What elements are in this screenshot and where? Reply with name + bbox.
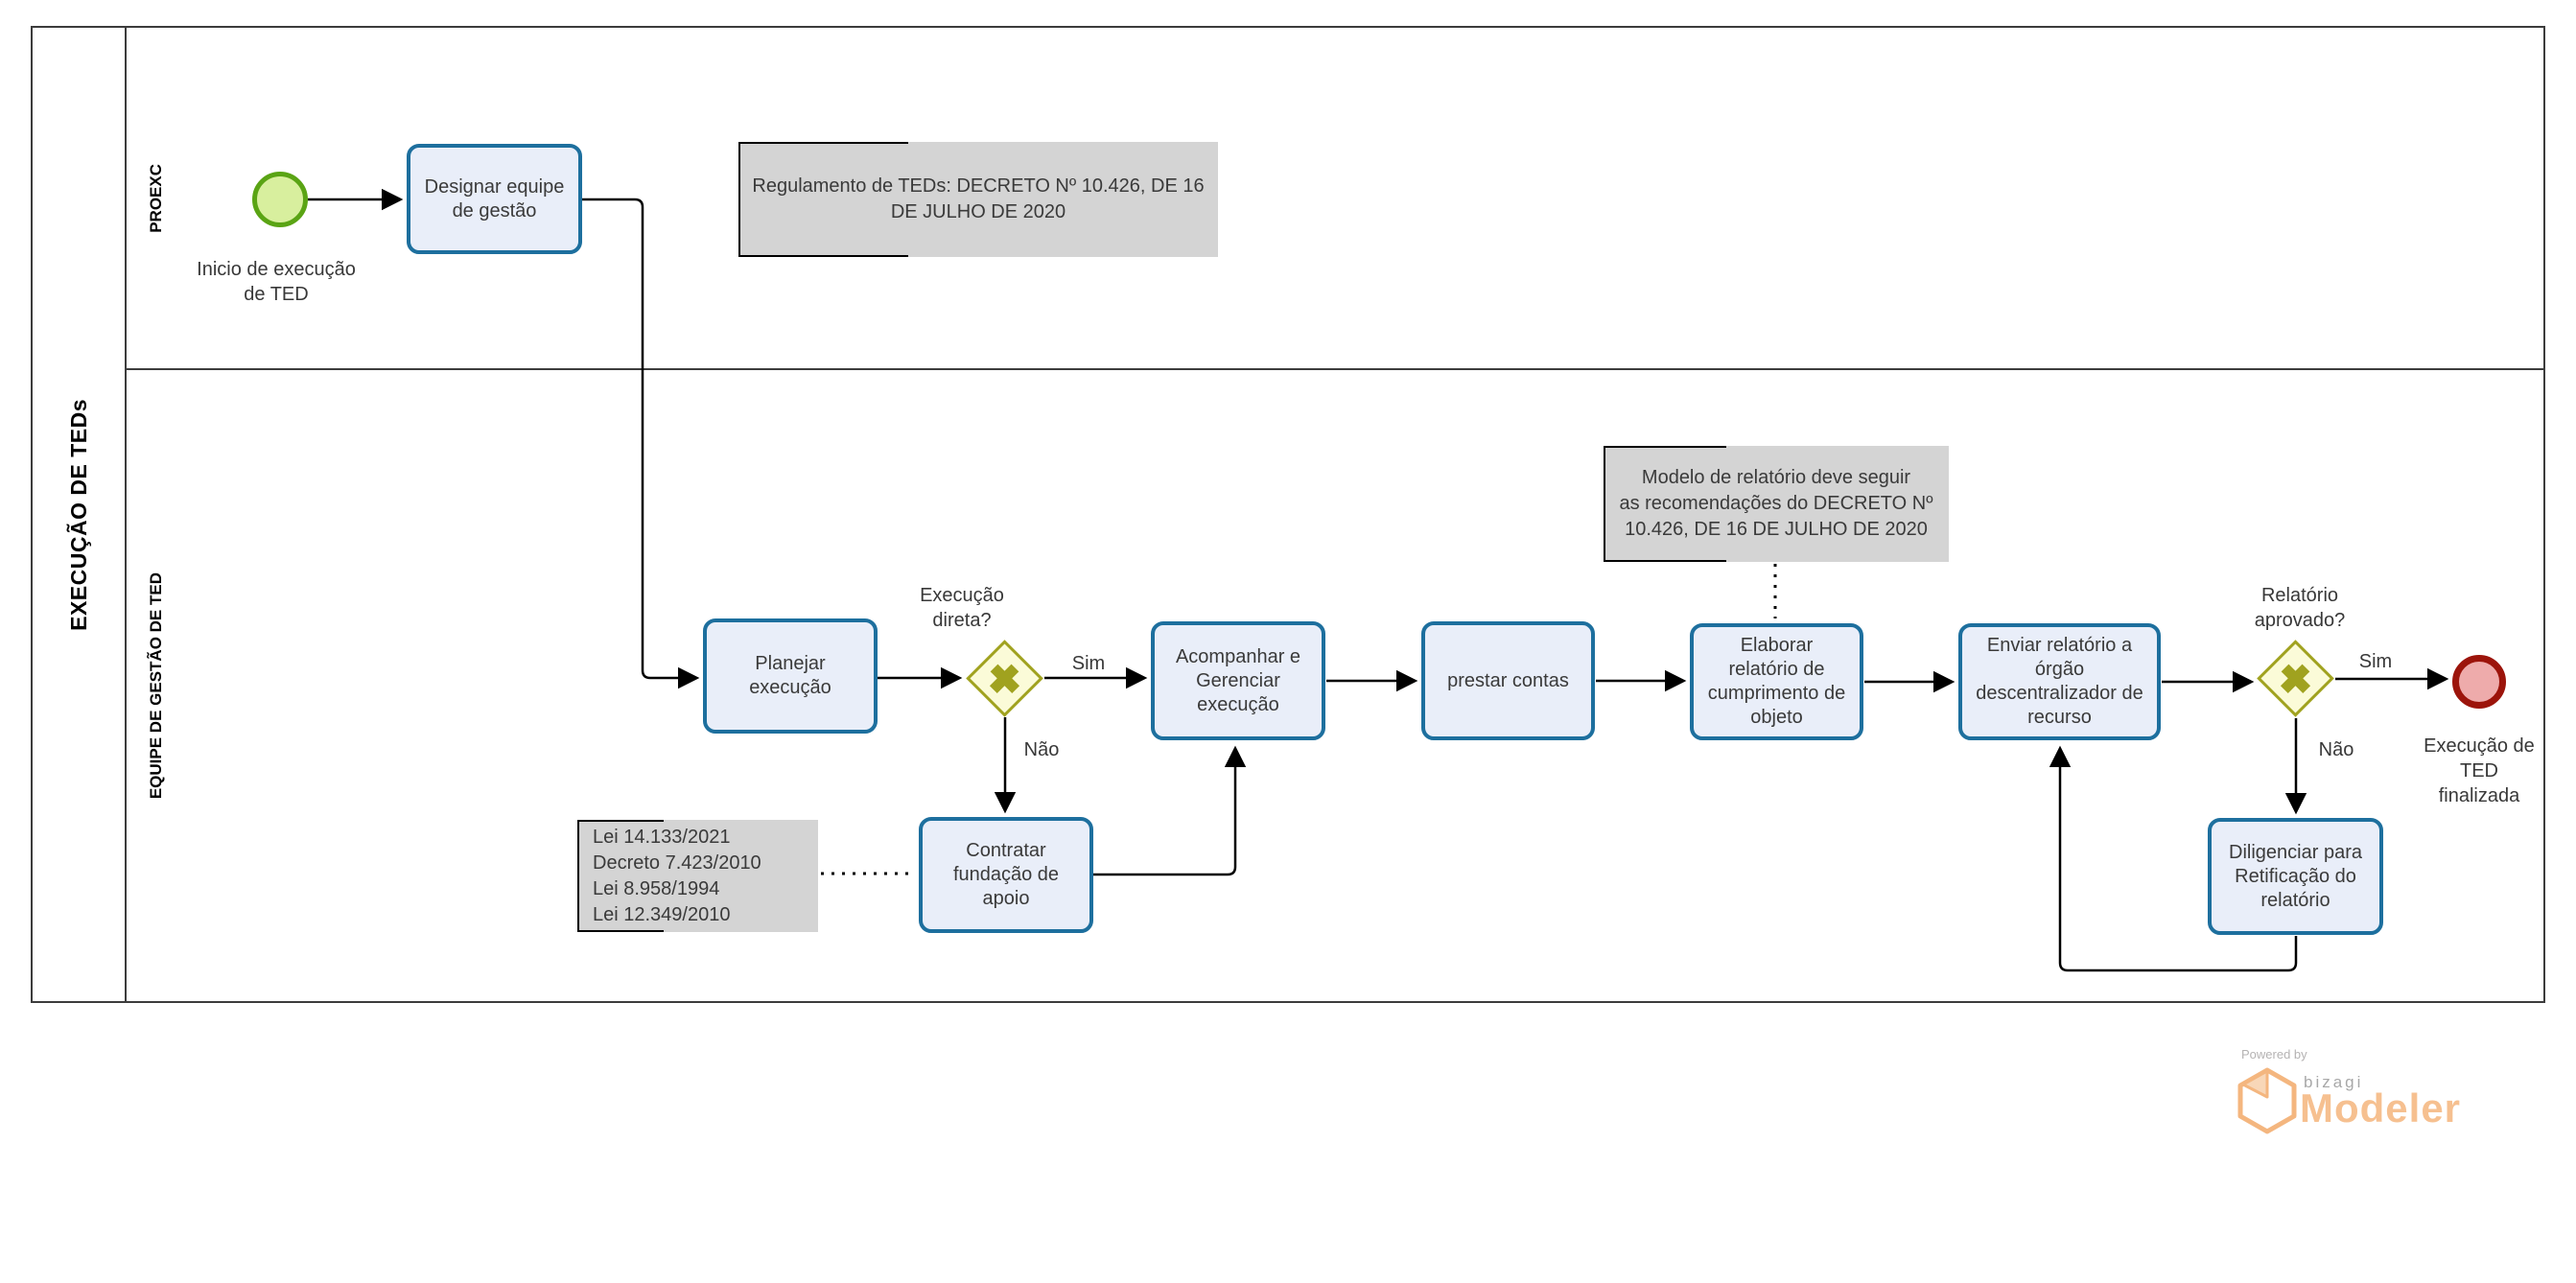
start-event[interactable] [252, 172, 308, 227]
task-designar-equipe[interactable]: Designar equipe de gestão [407, 144, 582, 254]
flow-label-sim-2: Sim [2358, 651, 2393, 672]
flow-label-nao-2: Não [2318, 739, 2354, 760]
task-planejar-execucao[interactable]: Planejar execução [703, 618, 878, 734]
task-prestar-contas-label: prestar contas [1447, 669, 1569, 691]
lane-divider [127, 368, 2545, 370]
task-contratar-fundacao[interactable]: Contratar fundação de apoio [919, 817, 1093, 933]
lane-equipe-gestao[interactable]: EQUIPE DE GESTÃO DE TED [129, 370, 184, 1001]
lane-equipe-gestao-label: EQUIPE DE GESTÃO DE TED [147, 572, 165, 800]
powered-by-label: Powered by [2241, 1047, 2307, 1061]
flow-label-nao-1: Não [1023, 739, 1060, 760]
task-acompanhar-gerenciar-label: Acompanhar e Gerenciar execução [1175, 645, 1301, 715]
task-enviar-relatorio-label: Enviar relatório a órgão descentralizado… [1976, 635, 2143, 728]
task-enviar-relatorio[interactable]: Enviar relatório a órgão descentralizado… [1958, 623, 2161, 740]
end-event-label: Execução de TED finalizada [2424, 735, 2535, 806]
annotation-leis-text: Lei 14.133/2021 Decreto 7.423/2010 Lei 8… [593, 826, 761, 925]
task-diligenciar-retificacao[interactable]: Diligenciar para Retificação do relatóri… [2208, 818, 2383, 935]
gateway-relatorio-aprovado-question: Relatório aprovado? [2254, 585, 2346, 631]
flow-contratar-to-acompanhar[interactable] [1093, 745, 1247, 876]
pool-title: EXECUÇÃO DE TEDs [65, 398, 91, 631]
end-event[interactable] [2452, 655, 2506, 709]
task-planejar-execucao-label: Planejar execução [749, 653, 831, 698]
task-elaborar-relatorio[interactable]: Elaborar relatório de cumprimento de obj… [1690, 623, 1863, 740]
task-prestar-contas[interactable]: prestar contas [1421, 621, 1595, 740]
annotation-regulamento-text: Regulamento de TEDs: DECRETO Nº 10.426, … [752, 175, 1205, 222]
flow-label-sim-1: Sim [1071, 653, 1106, 674]
bizagi-hexagon-icon [2237, 1067, 2297, 1134]
pool-title-column[interactable]: EXECUÇÃO DE TEDs [31, 26, 127, 1003]
modeler-product-label: Modeler [2300, 1085, 2462, 1131]
task-acompanhar-gerenciar[interactable]: Acompanhar e Gerenciar execução [1151, 621, 1325, 740]
annotation-regulamento[interactable]: Regulamento de TEDs: DECRETO Nº 10.426, … [738, 142, 1218, 257]
task-designar-equipe-label: Designar equipe de gestão [424, 175, 565, 222]
annotation-modelo-relatorio-text: Modelo de relatório deve seguir as recom… [1619, 467, 1933, 540]
annotation-modelo-relatorio[interactable]: Modelo de relatório deve seguir as recom… [1604, 446, 1949, 562]
annotation-leis[interactable]: Lei 14.133/2021 Decreto 7.423/2010 Lei 8… [577, 820, 818, 932]
task-elaborar-relatorio-label: Elaborar relatório de cumprimento de obj… [1707, 635, 1846, 728]
bizagi-brand-label: bizagi [2304, 1073, 2364, 1091]
lane-proexc-label: PROEXC [147, 163, 165, 233]
task-contratar-fundacao-label: Contratar fundação de apoio [952, 840, 1060, 909]
flow-designar-to-planejar[interactable] [582, 198, 700, 689]
gateway-execucao-direta-question: Execução direta? [920, 585, 1004, 631]
lane-proexc[interactable]: PROEXC [129, 28, 184, 368]
flow-diligenciar-to-enviar[interactable] [2049, 745, 2298, 972]
start-event-label: Inicio de execução de TED [197, 259, 356, 305]
task-diligenciar-retificacao-label: Diligenciar para Retificação do relatóri… [2229, 841, 2362, 911]
